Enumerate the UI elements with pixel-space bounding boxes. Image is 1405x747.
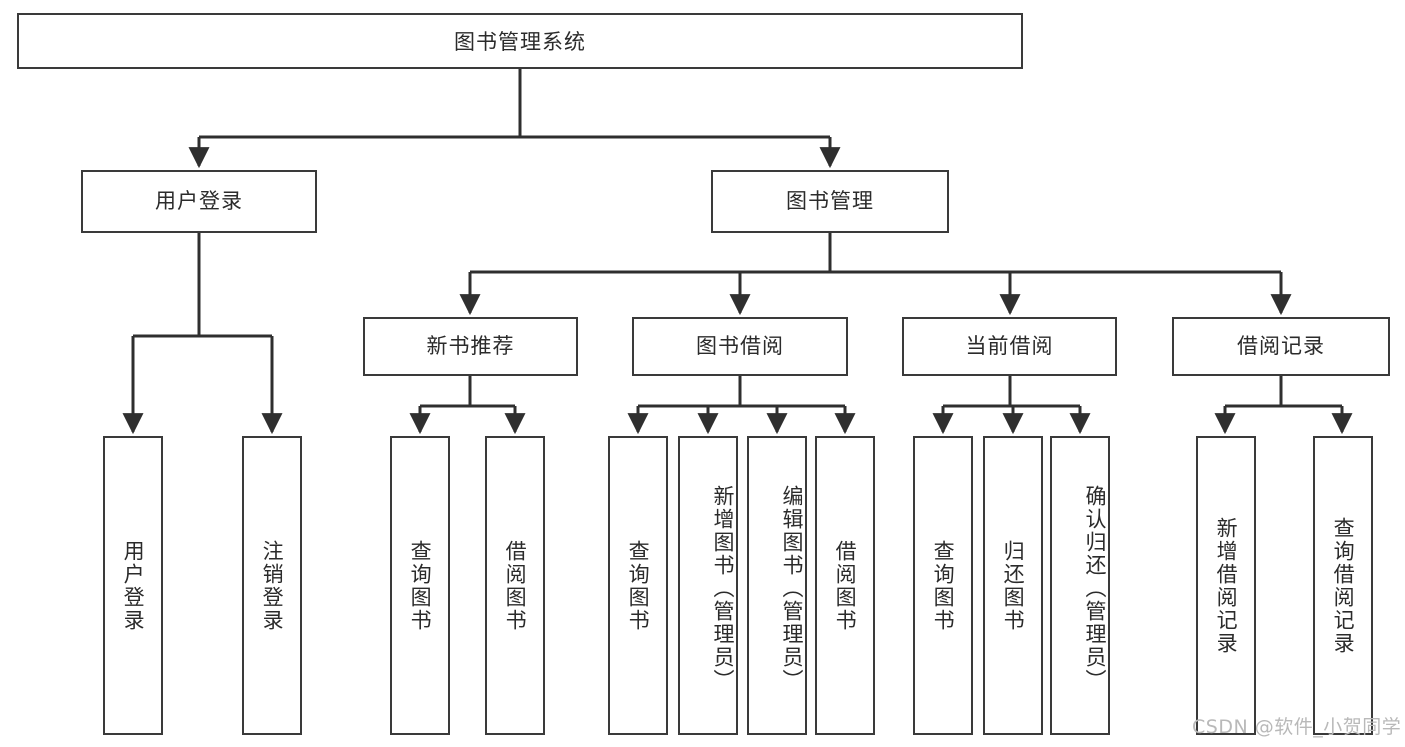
leaf-query-record[interactable]: 查询借阅记录 [1313,436,1373,735]
node-borrow-record[interactable]: 借阅记录 [1172,317,1390,376]
node-book-borrow-label: 图书借阅 [696,333,784,358]
leaf-query-book-1[interactable]: 查询图书 [390,436,450,735]
leaf-borrow-book-1-label: 借阅图书 [503,539,528,632]
leaf-query-record-label: 查询借阅记录 [1331,516,1356,655]
node-root-label: 图书管理系统 [454,30,586,54]
leaf-borrow-book-1[interactable]: 借阅图书 [485,436,545,735]
leaf-user-login-label: 用户登录 [121,539,146,632]
leaf-logout-login-label: 注销登录 [260,539,285,632]
node-user-login-label: 用户登录 [155,188,243,213]
leaf-query-book-1-label: 查询图书 [408,539,433,632]
leaf-borrow-book-2[interactable]: 借阅图书 [815,436,875,735]
leaf-return-book[interactable]: 归还图书 [983,436,1043,735]
node-borrow-record-label: 借阅记录 [1237,333,1325,358]
leaf-logout-login[interactable]: 注销登录 [242,436,302,735]
node-book-management-label: 图书管理 [786,188,874,213]
leaf-add-book[interactable]: 新增图书（管理员） [678,436,738,735]
leaf-query-book-3[interactable]: 查询图书 [913,436,973,735]
node-root[interactable]: 图书管理系统 [17,13,1023,69]
node-current-borrow[interactable]: 当前借阅 [902,317,1117,376]
leaf-add-record[interactable]: 新增借阅记录 [1196,436,1256,735]
leaf-confirm-return[interactable]: 确认归还（管理员） [1050,436,1110,735]
leaf-borrow-book-2-label: 借阅图书 [833,539,858,632]
leaf-add-book-label: 新增图书（管理员） [711,485,735,692]
node-new-book-recommend-label: 新书推荐 [426,333,515,358]
leaf-return-book-label: 归还图书 [1001,539,1026,632]
node-book-management[interactable]: 图书管理 [711,170,949,233]
leaf-user-login[interactable]: 用户登录 [103,436,163,735]
leaf-edit-book-label: 编辑图书（管理员） [780,485,804,692]
csdn-watermark: CSDN @软件_小贺同学 [1192,716,1402,738]
node-book-borrow[interactable]: 图书借阅 [632,317,848,376]
leaf-confirm-return-label: 确认归还（管理员） [1083,485,1107,692]
leaf-query-book-2-label: 查询图书 [626,539,651,632]
node-user-login[interactable]: 用户登录 [81,170,317,233]
leaf-query-book-3-label: 查询图书 [931,539,956,632]
leaf-edit-book[interactable]: 编辑图书（管理员） [747,436,807,735]
leaf-add-record-label: 新增借阅记录 [1214,516,1239,655]
leaf-query-book-2[interactable]: 查询图书 [608,436,668,735]
node-new-book-recommend[interactable]: 新书推荐 [363,317,578,376]
node-current-borrow-label: 当前借阅 [965,333,1054,358]
